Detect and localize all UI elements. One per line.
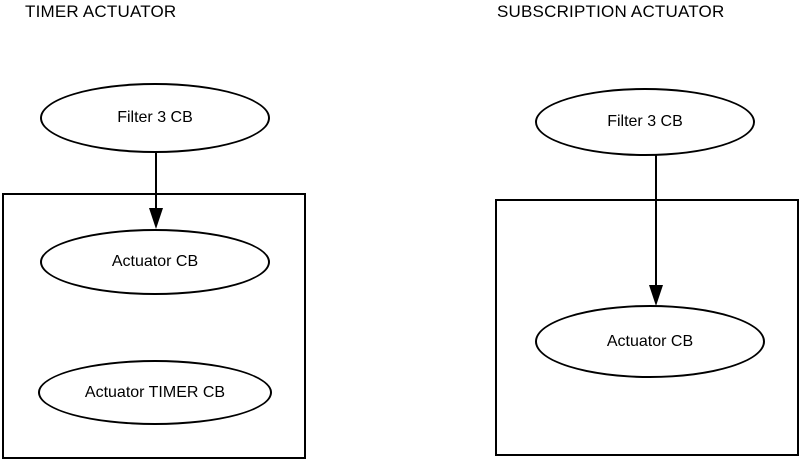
node-timer-filter-3-cb[interactable]: Filter 3 CB [40, 83, 270, 153]
node-label: Actuator CB [111, 253, 199, 270]
edge-subscription-filter-to-actuator [649, 155, 663, 306]
edge-timer-filter-to-actuator [149, 152, 163, 229]
node-label: Filter 3 CB [607, 113, 683, 130]
panel-title-subscription-actuator: SUBSCRIPTION ACTUATOR [497, 2, 725, 21]
panel-title-timer-actuator: TIMER ACTUATOR [25, 2, 177, 21]
group-box-timer-actuator [2, 193, 306, 459]
node-subscription-filter-3-cb[interactable]: Filter 3 CB [535, 88, 755, 156]
node-label: Actuator TIMER CB [84, 383, 226, 401]
node-timer-actuator-cb[interactable]: Actuator CB [40, 229, 270, 295]
node-label: Filter 3 CB [117, 109, 193, 126]
node-subscription-actuator-cb[interactable]: Actuator CB [535, 305, 765, 378]
node-label: Actuator CB [606, 332, 694, 350]
group-box-subscription-actuator [495, 199, 799, 456]
node-actuator-timer-cb[interactable]: Actuator TIMER CB [38, 360, 272, 425]
arrowhead-icon [149, 208, 163, 229]
arrowhead-icon [649, 285, 663, 306]
